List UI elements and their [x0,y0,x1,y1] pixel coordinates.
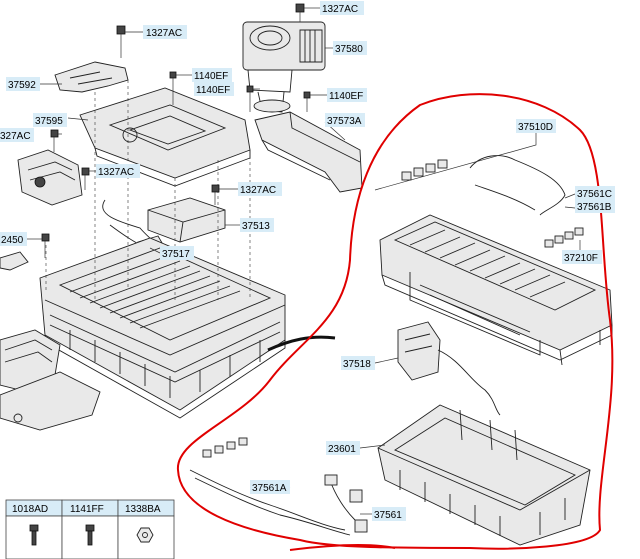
svg-text:37561A: 37561A [252,483,287,494]
label-37561: 37561 [372,507,406,521]
svg-text:1140EF: 1140EF [329,91,363,102]
svg-text:1327AC: 1327AC [98,167,134,178]
svg-text:37580: 37580 [335,44,363,55]
label-37561c: 37561C [575,186,615,200]
label-1327ac-right: 1327AC [238,182,282,196]
svg-text:37510D: 37510D [518,122,553,133]
label-37580: 37580 [333,41,367,55]
label-37595: 37595 [33,113,67,127]
nut-icon [136,527,154,543]
svg-text:23601: 23601 [328,444,356,455]
svg-text:2450: 2450 [1,235,24,246]
bolt-icon [29,524,39,546]
red-scribble [289,544,396,551]
label-1140ef-b: 1140EF [194,82,234,96]
label-1327ac-top: 1327AC [143,25,187,39]
label-1327ac-mid: 1327AC [96,164,140,178]
svg-text:37210F: 37210F [564,253,598,264]
label-37513: 37513 [240,218,274,232]
legend-header-1018ad: 1018AD [12,504,48,515]
fastener-legend-table: 1018AD 1141FF 1338BA [5,499,175,559]
label-37517: 37517 [160,246,194,260]
fan-37580 [242,21,326,113]
label-2450: 2450 [0,232,27,246]
svg-text:37518: 37518 [343,359,371,370]
label-37592: 37592 [6,77,40,91]
label-37518: 37518 [341,356,375,370]
label-37561a: 37561A [250,480,290,494]
bms-37513 [147,197,226,243]
black-cable [267,335,336,352]
svg-text:37561C: 37561C [577,189,612,200]
label-37210f: 37210F [562,250,602,264]
connectors-37561c [401,155,566,216]
connectors-37210f [544,227,584,248]
svg-text:327AC: 327AC [0,131,31,142]
legend-header-1141ff: 1141FF [70,504,104,515]
legend-header-1338ba: 1338BA [125,504,161,515]
svg-text:1140EF: 1140EF [196,85,230,96]
harness-37561a [189,437,368,536]
duct-37573a [253,99,363,193]
svg-text:1327AC: 1327AC [322,4,358,15]
label-37510d: 37510D [516,119,556,133]
svg-text:37561: 37561 [374,510,402,521]
part-labels: 1327AC 1327AC 37580 37592 1140EF 1140EF … [0,1,615,521]
svg-text:1327AC: 1327AC [146,28,182,39]
label-1140ef-c: 1140EF [327,88,367,102]
label-23601: 23601 [326,441,360,455]
lower-tray-23601 [377,404,591,546]
svg-text:37595: 37595 [35,116,63,127]
svg-text:37513: 37513 [242,221,270,232]
label-37573a: 37573A [325,113,365,127]
svg-text:37592: 37592 [8,80,36,91]
left-brackets [0,149,83,271]
screw-icon [85,524,95,546]
label-37561b: 37561B [575,199,615,213]
label-327ac-left: 327AC [0,128,34,142]
under-cover-left [0,329,101,431]
label-1327ac-fan: 1327AC [320,1,364,15]
svg-text:37573A: 37573A [327,116,362,127]
bracket-37592 [54,61,129,93]
battery-tray-left [39,237,286,419]
legend-body-cell [117,515,175,559]
svg-text:1140EF: 1140EF [194,71,228,82]
harness-37518 [397,321,501,416]
legend-body-cell [5,515,63,559]
svg-text:37561B: 37561B [577,202,612,213]
svg-text:1327AC: 1327AC [240,185,276,196]
svg-text:37517: 37517 [162,249,190,260]
bolts [41,3,311,258]
label-1140ef-a: 1140EF [192,68,232,82]
